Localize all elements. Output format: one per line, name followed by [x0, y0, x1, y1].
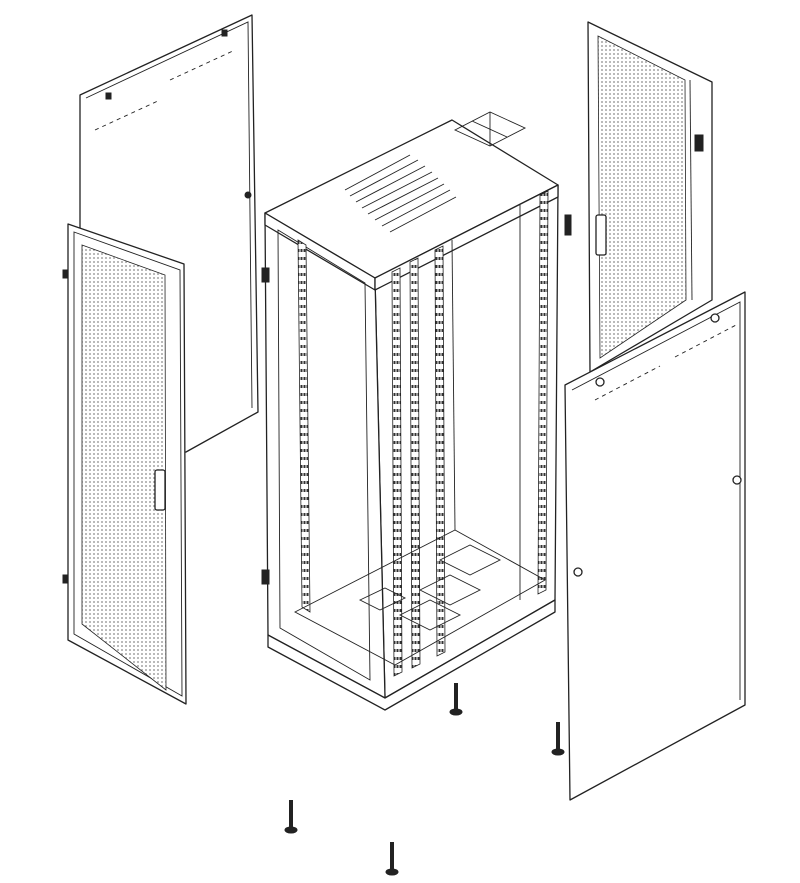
mounting-rail [297, 239, 311, 613]
panel-lock-icon [732, 475, 742, 485]
door-handle-icon [595, 214, 607, 256]
leveling-foot [284, 800, 298, 834]
rear-right-door [587, 21, 713, 373]
mounting-rail [391, 267, 403, 677]
door-mesh [81, 244, 167, 691]
panel-lock-icon [244, 191, 252, 199]
rack-cabinet [261, 111, 572, 711]
front-left-door [62, 223, 187, 705]
mounting-rail [409, 257, 421, 669]
door-handle-icon [154, 469, 166, 511]
leveling-foot [449, 683, 463, 716]
leveling-foot [385, 842, 399, 876]
vent-slots [94, 49, 236, 131]
mounting-rail [537, 190, 549, 595]
leveling-foot [551, 722, 565, 756]
vent-slots [594, 323, 739, 401]
floor-cable-cutouts [358, 544, 502, 631]
mounting-rail [434, 245, 446, 657]
right-side-panel [564, 291, 746, 801]
top-vent-slots [344, 154, 457, 233]
